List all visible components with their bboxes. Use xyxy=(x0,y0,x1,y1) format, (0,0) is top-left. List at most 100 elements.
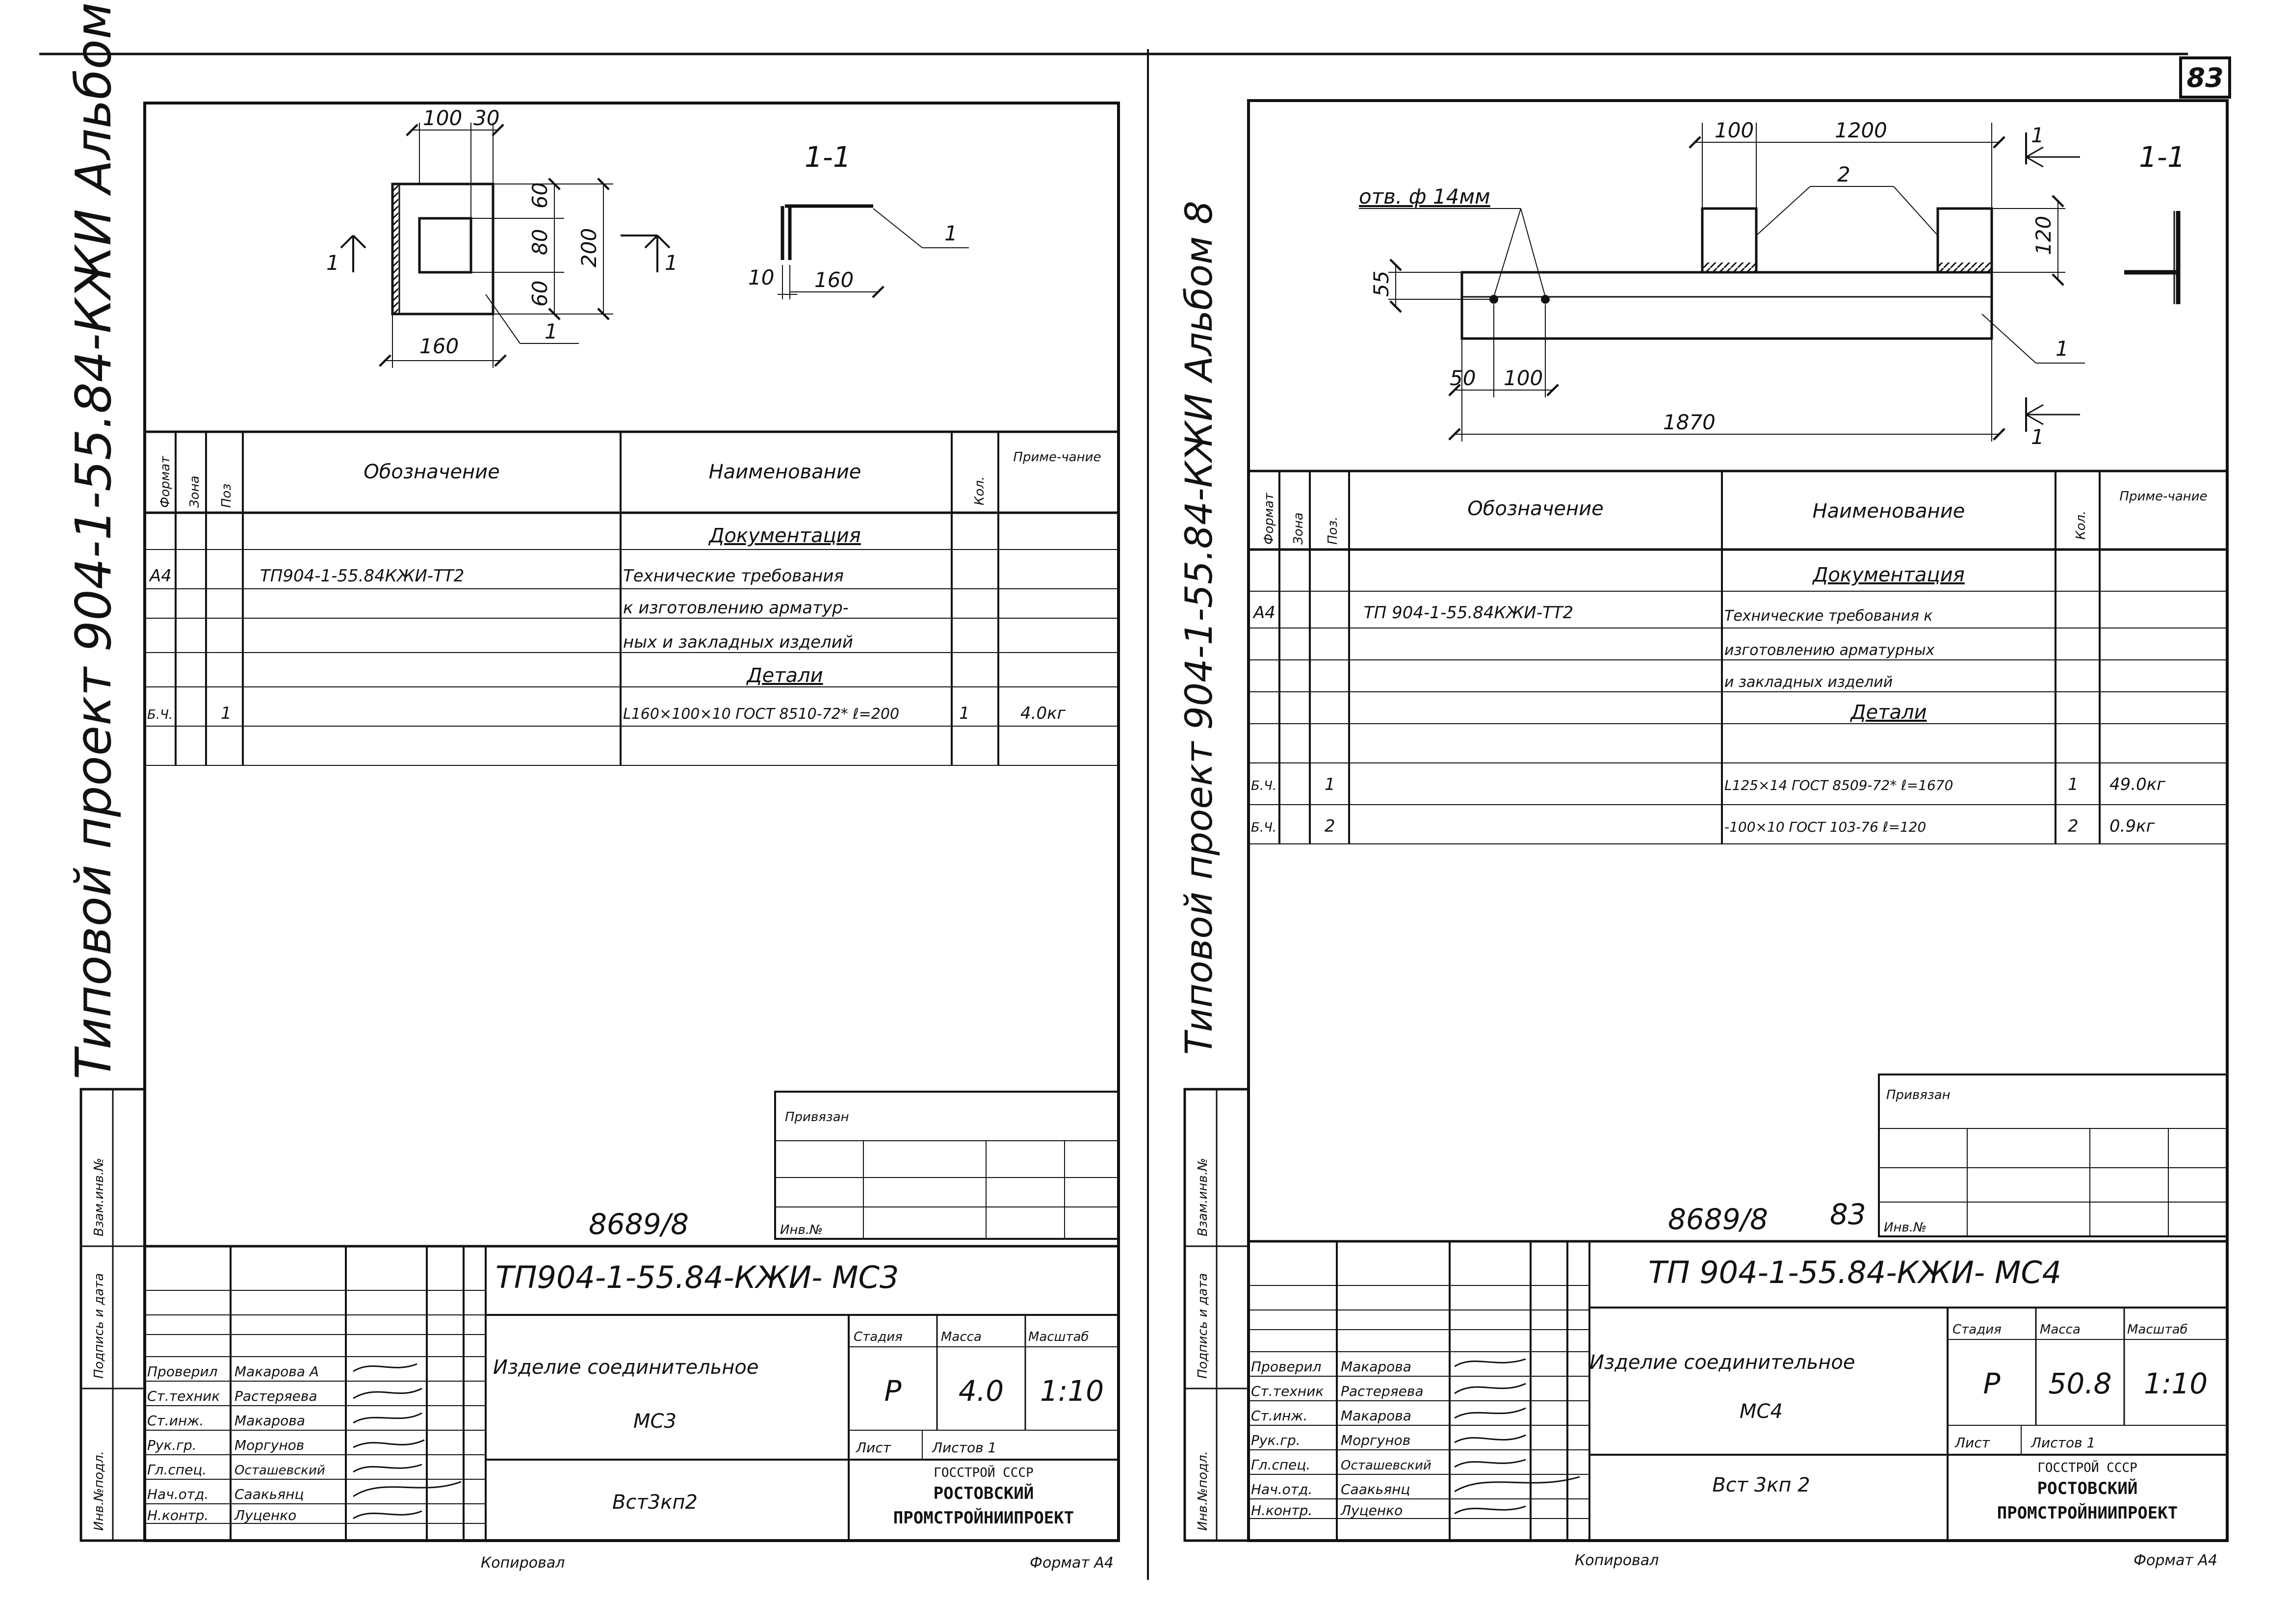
svg-text:1: 1 xyxy=(2031,425,2044,449)
stamp-vzam-inv: Взам.инв.№ xyxy=(1196,1158,1210,1236)
sig-role: Проверил xyxy=(1251,1359,1322,1375)
hole-note: отв. ф 14мм xyxy=(1359,184,1490,209)
header-zone: Зона xyxy=(1291,512,1306,545)
hole-2 xyxy=(1541,295,1550,304)
header-designation: Обозначение xyxy=(1467,498,1604,520)
svg-text:-100×10 ГОСТ 103-76 ℓ=120: -100×10 ГОСТ 103-76 ℓ=120 xyxy=(1724,819,1926,835)
mass-value: 50.8 xyxy=(2048,1367,2111,1400)
title-block: ТП904-1-55.84-КЖИ- МС3 Изделие соедините… xyxy=(145,1245,1119,1541)
detail-drawing: отв. ф 14мм 100 1200 120 55 xyxy=(1359,118,2186,449)
svg-text:1: 1 xyxy=(326,251,339,275)
svg-text:1: 1 xyxy=(665,251,678,275)
section-label: 1-1 xyxy=(2139,140,2186,174)
dim-200: 200 xyxy=(577,228,601,267)
privyazan-block: Привязан Инв.№ xyxy=(774,1091,1119,1240)
dim-55: 55 xyxy=(1369,271,1393,297)
sig-name: Макарова xyxy=(1341,1359,1411,1375)
sig-name: Осташевский xyxy=(234,1463,325,1478)
sheet-label: Лист xyxy=(1954,1435,1990,1451)
header-designation: Обозначение xyxy=(364,461,500,483)
section-marker-left: 1 xyxy=(326,235,366,275)
svg-text:Б.Ч.: Б.Ч. xyxy=(1251,820,1276,835)
dim-100: 100 xyxy=(423,106,462,130)
spec-table: Формат Зона Поз Обозначение Наименование… xyxy=(145,430,1119,766)
header-zone: Зона xyxy=(187,475,202,508)
header-note: Приме-чание xyxy=(2119,489,2207,504)
sheet-frame xyxy=(143,102,1120,1542)
side-title: Типовой проект 904-1-55.84-КЖИ Альбом 8 xyxy=(65,0,122,1079)
doc-name-line3: ных и закладных изделий xyxy=(623,632,853,652)
mass-label: Масса xyxy=(941,1330,982,1344)
sig-name: Макарова А xyxy=(234,1363,319,1380)
section-cut-top: 1 xyxy=(2025,123,2080,168)
sig-name: Растеряева xyxy=(234,1388,317,1404)
signatures: Проверил Макарова А Ст.техник Растеряева… xyxy=(147,1363,462,1523)
stamp-signature-date: Подпись и дата xyxy=(1196,1273,1210,1379)
material: Вст 3кп 2 xyxy=(1712,1474,1810,1496)
stage-value: Р xyxy=(1983,1367,2001,1400)
section-details: Детали xyxy=(746,664,823,687)
org-line1: ГОССТРОЙ СССР xyxy=(2037,1460,2137,1475)
side-stamp: Инв.№подл. Подпись и дата Взам.инв.№ xyxy=(79,1088,146,1542)
table-row: Б.Ч. 1 L160×100×10 ГОСТ 8510-72* ℓ=200 1… xyxy=(147,704,1067,723)
doc-name-line2: изготовлению арматурных xyxy=(1724,642,1935,659)
sig-role: Ст.техник xyxy=(1251,1383,1324,1399)
title-block: ТП 904-1-55.84-КЖИ- МС4 Изделие соединит… xyxy=(1249,1240,2227,1541)
privyazan-label: Привязан xyxy=(785,1110,849,1125)
scale-label: Масштаб xyxy=(1028,1330,1089,1344)
pos-callout: 1 xyxy=(545,319,558,343)
sheets-count: Листов 1 xyxy=(2030,1435,2095,1451)
header-qty: Кол. xyxy=(2074,511,2088,540)
header-format: Формат xyxy=(1262,493,1276,545)
product-mark: МС4 xyxy=(1740,1400,1783,1423)
stamp-inv-podl: Инв.№подл. xyxy=(1196,1451,1210,1531)
dim-10: 10 xyxy=(748,265,774,289)
header-pos: Поз xyxy=(219,484,234,508)
privyazan-block: Привязан Инв.№ xyxy=(1878,1074,2228,1237)
dim-60b: 60 xyxy=(528,281,552,307)
sig-name: Луценко xyxy=(1340,1502,1403,1519)
doc-format: А4 xyxy=(1252,603,1275,623)
sig-role: Н.контр. xyxy=(1251,1502,1312,1519)
sheet-right: Типовой проект 904-1-55.84-КЖИ Альбом 8 … xyxy=(1177,99,2229,1569)
plate-cutout xyxy=(418,217,472,274)
format-label: Формат А4 xyxy=(2134,1552,2217,1569)
section-documentation: Документация xyxy=(708,524,861,547)
sig-name: Луценко xyxy=(234,1507,296,1523)
svg-text:1: 1 xyxy=(1325,775,1335,794)
product-name: Изделие соединительное xyxy=(1589,1351,1855,1374)
sig-name: Саакьянц xyxy=(1341,1481,1410,1497)
doc-format: А4 xyxy=(149,566,172,586)
svg-text:49.0кг: 49.0кг xyxy=(2109,775,2166,794)
svg-text:L160×100×10 ГОСТ 8510-72* ℓ=20: L160×100×10 ГОСТ 8510-72* ℓ=200 xyxy=(623,706,899,723)
svg-text:1: 1 xyxy=(959,704,970,723)
scale-value: 1:10 xyxy=(1040,1374,1104,1408)
sig-role: Н.контр. xyxy=(147,1507,208,1523)
stamp-inv-podl: Инв.№подл. xyxy=(92,1451,106,1531)
mass-value: 4.0 xyxy=(959,1374,1004,1408)
section-label: 1-1 xyxy=(805,140,851,174)
sheet-frame xyxy=(1247,99,2229,1542)
header-pos: Поз. xyxy=(1326,516,1340,545)
sig-role: Рук.гр. xyxy=(1251,1432,1301,1448)
stamp-signature-date: Подпись и дата xyxy=(92,1273,106,1379)
sig-name: Макарова xyxy=(1341,1408,1411,1424)
section-cut-bottom: 1 xyxy=(2025,397,2080,449)
dim-1200: 1200 xyxy=(1835,118,1887,142)
svg-text:2: 2 xyxy=(1325,816,1335,836)
dim-1870: 1870 xyxy=(1663,410,1716,434)
svg-text:4.0кг: 4.0кг xyxy=(1020,704,1067,723)
sig-role: Ст.техник xyxy=(147,1388,220,1404)
doc-name-line1: Технические требования xyxy=(623,566,844,586)
dim-50: 50 xyxy=(1450,366,1476,390)
org-line3: ПРОМСТРОЙНИИПРОЕКТ xyxy=(1997,1503,2178,1523)
stage-value: Р xyxy=(885,1374,902,1408)
header-name: Наименование xyxy=(1813,500,1965,523)
section-marker-right: 1 xyxy=(621,235,678,275)
sheet-ref: 8689/8 xyxy=(589,1207,689,1241)
sheet-label: Лист xyxy=(856,1440,891,1456)
scale-label: Масштаб xyxy=(2127,1322,2188,1337)
org-line1: ГОССТРОЙ СССР xyxy=(934,1465,1034,1480)
doc-name-line2: к изготовлению арматур- xyxy=(623,598,849,618)
dim-160-section: 160 xyxy=(814,268,854,292)
